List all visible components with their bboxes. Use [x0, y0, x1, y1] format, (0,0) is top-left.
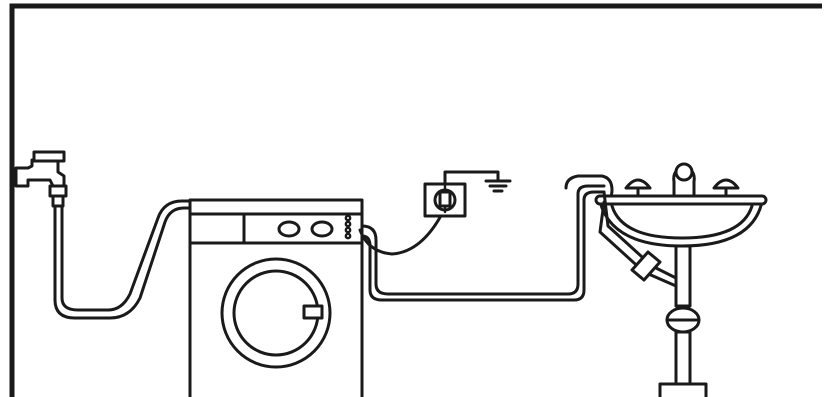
ground-symbol-icon — [443, 170, 512, 193]
washing-machine-icon — [188, 198, 364, 397]
water-tap-icon — [14, 150, 68, 208]
inlet-hose-icon — [53, 199, 194, 320]
power-socket-icon — [423, 182, 467, 218]
power-cable — [358, 204, 448, 256]
sink-icon — [594, 162, 768, 397]
frame-border — [9, 3, 822, 397]
drain-hose-icon — [360, 174, 614, 302]
